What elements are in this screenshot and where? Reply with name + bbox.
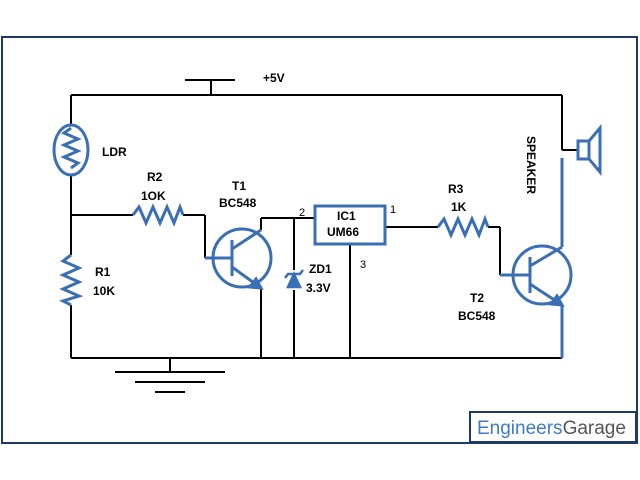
- speaker-label: SPEAKER: [524, 136, 538, 194]
- ldr-symbol: [52, 123, 90, 177]
- brand-garage: Garage: [563, 418, 626, 439]
- brand-logo: EngineersGarage: [469, 411, 637, 443]
- diagram-frame: [1, 36, 638, 444]
- svg-text:EngineersGarage: EngineersGarage: [477, 418, 626, 439]
- ic1-chip: [313, 204, 387, 246]
- r1-name: R1: [95, 265, 111, 279]
- ic1-part: UM66: [327, 225, 359, 239]
- r3-name: R3: [448, 182, 464, 196]
- t2-part: BC548: [458, 309, 496, 323]
- wires: [70, 79, 578, 393]
- zd1-name: ZD1: [309, 262, 332, 276]
- r3-value: 1K: [451, 200, 467, 214]
- r3-resistor: [436, 214, 490, 239]
- t1-transistor: [205, 227, 273, 290]
- t1-name: T1: [232, 179, 246, 193]
- r1-resistor: [59, 253, 84, 307]
- speaker-icon: [576, 123, 602, 177]
- supply-label: +5V: [263, 71, 285, 85]
- r1-value: 10K: [93, 284, 115, 298]
- ic1-pin-1: 1: [390, 204, 396, 216]
- ic1-name: IC1: [337, 209, 356, 223]
- zd1-value: 3.3V: [306, 281, 331, 295]
- r2-name: R2: [147, 170, 163, 184]
- brand-engineers: Engineers: [477, 418, 563, 439]
- r2-value: 1OK: [141, 189, 166, 203]
- ic1-pin-2: 2: [299, 207, 305, 219]
- ldr-label: LDR: [102, 145, 127, 159]
- r2-resistor: [131, 202, 185, 227]
- t2-name: T2: [470, 291, 484, 305]
- t1-part: BC548: [219, 196, 257, 210]
- t2-transistor: [500, 158, 573, 358]
- ic1-pin-3: 3: [360, 259, 366, 271]
- zd1-zener-diode: [284, 269, 304, 289]
